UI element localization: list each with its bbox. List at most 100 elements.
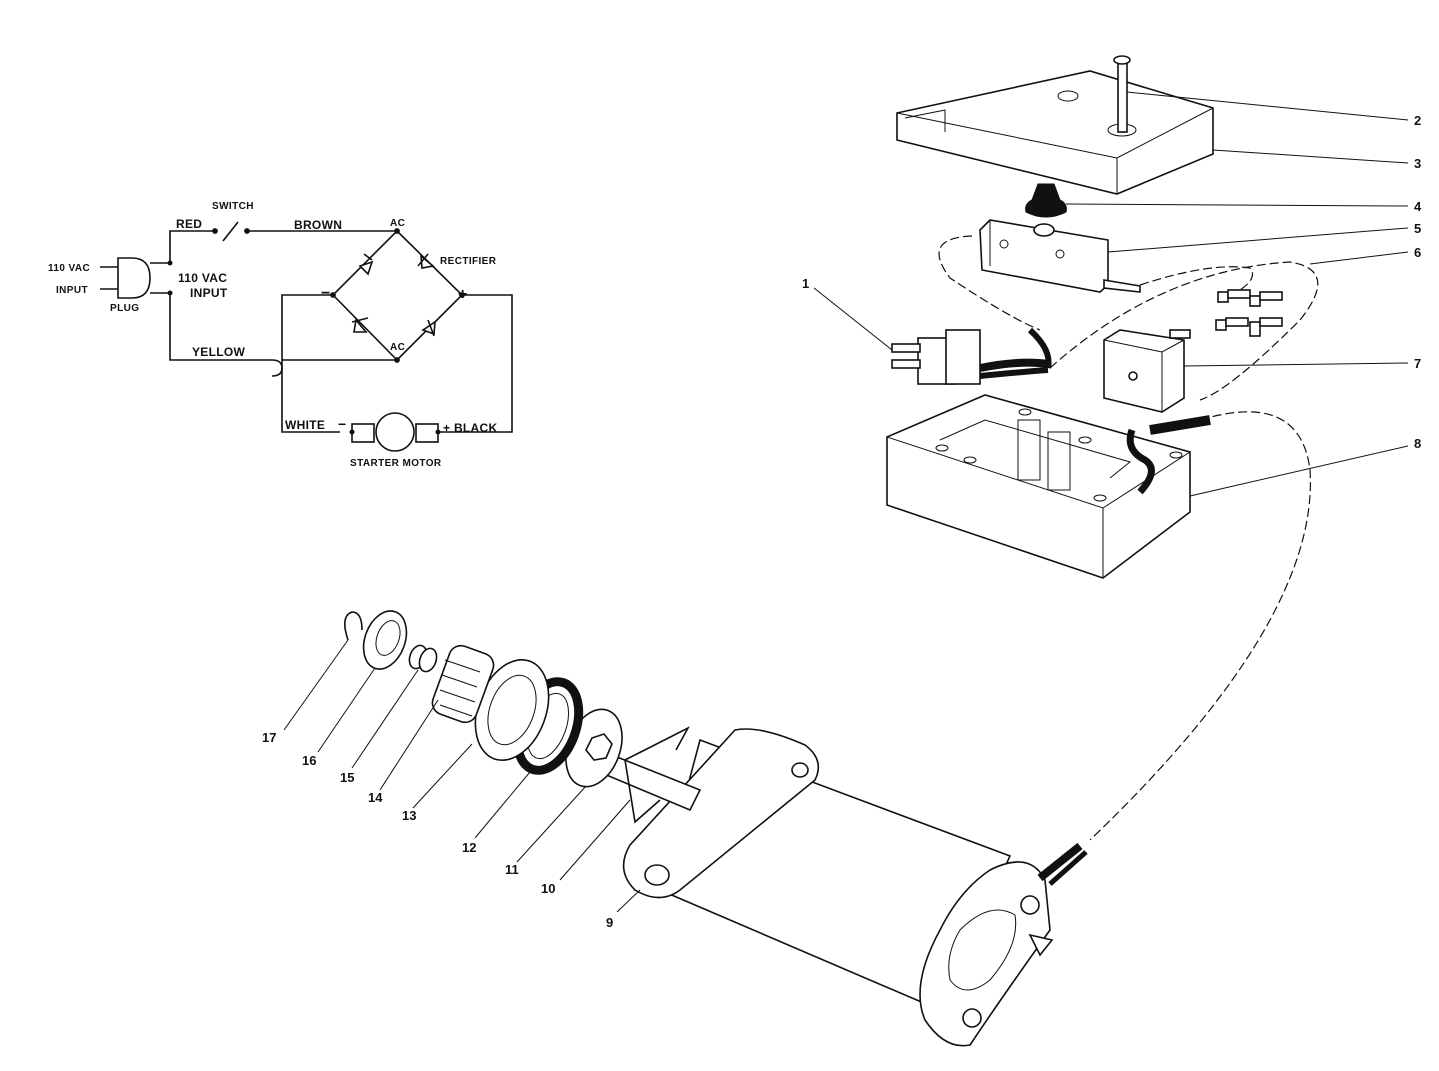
ac-label-bottom: AC xyxy=(390,342,405,353)
ac-label-top: AC xyxy=(390,218,405,229)
wire-loop xyxy=(938,235,1041,331)
plug-prong xyxy=(891,359,921,369)
hex-nut xyxy=(585,733,613,761)
white-label: WHITE xyxy=(285,418,325,432)
callout-4: 4 xyxy=(1414,199,1422,214)
callout-10: 10 xyxy=(541,881,555,896)
motor-leads xyxy=(1048,850,1088,886)
flange-hole xyxy=(791,762,809,778)
black-wire xyxy=(440,294,513,433)
callout-15: 15 xyxy=(340,770,354,785)
red-wire xyxy=(169,230,214,263)
switch-terminal xyxy=(1103,279,1141,293)
switch-button xyxy=(1033,223,1055,237)
gear-teeth xyxy=(439,659,481,717)
box-cover xyxy=(896,70,1214,195)
screw xyxy=(1117,59,1128,133)
diode xyxy=(358,253,374,276)
motor-leads xyxy=(1037,842,1083,882)
callout-numbers: 1 2 3 4 5 6 7 8 9 10 11 12 13 14 15 16 1… xyxy=(262,113,1422,930)
plug-input-label-top: 110 VAC xyxy=(48,263,90,274)
plug-label: PLUG xyxy=(110,303,139,314)
motor-flange xyxy=(622,728,820,899)
starter-motor-label: STARTER MOTOR xyxy=(350,458,442,469)
brown-label: BROWN xyxy=(294,218,342,232)
callout-17: 17 xyxy=(262,730,276,745)
callout-7: 7 xyxy=(1414,356,1421,371)
switch-hole xyxy=(1055,249,1065,259)
switch-blade xyxy=(222,221,239,242)
rectifier-label: RECTIFIER xyxy=(440,256,497,267)
callout-1: 1 xyxy=(802,276,809,291)
rectifier-hole xyxy=(1128,371,1138,381)
spring-cup xyxy=(362,610,408,670)
motor-wire xyxy=(1089,411,1312,841)
clip-spring xyxy=(624,726,690,824)
base-partition xyxy=(1047,431,1071,491)
switch-hole xyxy=(999,239,1009,249)
callout-16: 16 xyxy=(302,753,316,768)
pinion-gear xyxy=(431,644,495,724)
callout-9: 9 xyxy=(606,915,613,930)
cover-notch xyxy=(904,109,946,132)
base-wires xyxy=(1126,428,1155,495)
callout-5: 5 xyxy=(1414,221,1421,236)
base-partition xyxy=(1017,419,1041,481)
callout-12: 12 xyxy=(462,840,476,855)
end-cap-bolt xyxy=(962,1008,982,1028)
base-hole xyxy=(1169,451,1183,459)
base-inner-wall xyxy=(939,419,1132,479)
wire-connectors xyxy=(1215,289,1283,337)
base-wires xyxy=(1149,415,1211,435)
wiring-schematic: 110 VAC INPUT PLUG 110 VAC INPUT RED SWI… xyxy=(48,201,513,469)
callout-3: 3 xyxy=(1414,156,1421,171)
diode xyxy=(351,317,369,333)
base-hole xyxy=(1093,494,1107,502)
plug-flange xyxy=(945,329,981,385)
callout-14: 14 xyxy=(368,790,383,805)
wire-crossover xyxy=(271,359,283,377)
snap-ring xyxy=(344,611,363,641)
black-label: + BLACK xyxy=(443,421,497,435)
yellow-label: YELLOW xyxy=(192,345,246,359)
input-label-top: 110 VAC xyxy=(178,271,227,285)
motor-shaft xyxy=(602,753,702,812)
base-hole xyxy=(935,444,949,452)
red-label: RED xyxy=(176,217,202,231)
terminal xyxy=(349,429,355,435)
starter-motor-symbol xyxy=(375,412,415,452)
base-hole xyxy=(1018,408,1032,416)
end-cap-tab xyxy=(1028,933,1054,957)
input-label-bottom: INPUT xyxy=(190,286,228,300)
end-cap-detail xyxy=(948,909,1017,991)
cup-bore xyxy=(375,620,401,656)
retaining-ring xyxy=(418,647,438,673)
grommet xyxy=(1025,183,1067,218)
wire-harness xyxy=(1049,261,1319,401)
plug-cord xyxy=(1027,327,1052,369)
terminal xyxy=(435,429,441,435)
callout-6: 6 xyxy=(1414,245,1421,260)
plug-cord xyxy=(979,367,1049,379)
flange-hole xyxy=(644,864,670,886)
rectifier-lead xyxy=(1169,329,1191,339)
diode xyxy=(421,319,436,337)
control-box-assembly xyxy=(886,55,1319,841)
diode xyxy=(417,253,435,269)
pinion-bore xyxy=(487,674,537,746)
cover-hole xyxy=(1057,90,1079,102)
plug-input-label-bottom: INPUT xyxy=(56,285,88,296)
wire-harness xyxy=(1139,266,1254,297)
switch-contact xyxy=(212,228,218,234)
end-cap-bolt xyxy=(1020,895,1040,915)
yellow-wire xyxy=(169,293,272,361)
junction xyxy=(167,260,173,266)
screw-head xyxy=(1113,55,1131,65)
minus-label: − xyxy=(321,285,331,302)
plug-prong xyxy=(891,343,921,353)
base-hole xyxy=(1078,436,1092,444)
callout-2: 2 xyxy=(1414,113,1421,128)
switch-label: SWITCH xyxy=(212,201,254,212)
